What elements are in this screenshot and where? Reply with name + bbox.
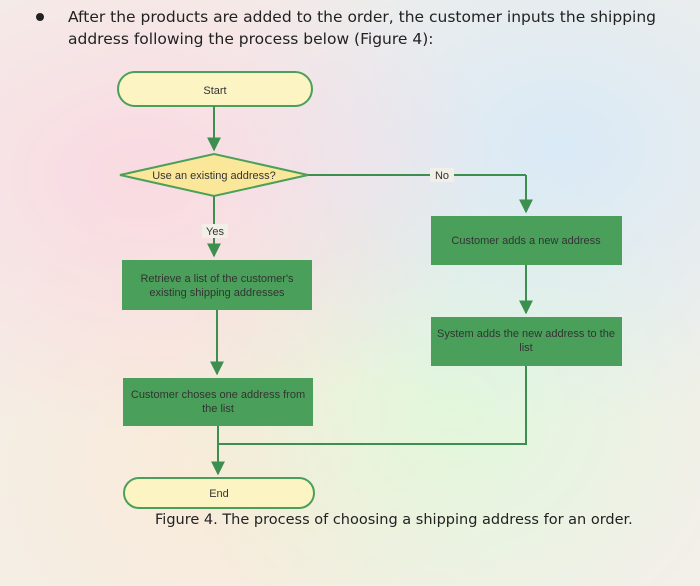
choose-line2: the list	[202, 403, 234, 415]
choose-address-box	[123, 378, 313, 426]
connector-system-merge	[218, 366, 527, 445]
new-address-box	[431, 216, 622, 265]
system-line2: list	[519, 342, 532, 354]
end-terminal	[123, 477, 315, 509]
retrieve-line2: existing shipping addresses	[149, 287, 285, 299]
new-address-label: Customer adds a new address	[451, 235, 601, 247]
intro-paragraph: After the products are added to the orde…	[68, 8, 657, 48]
no-label: No	[435, 170, 449, 182]
retrieve-addresses-box	[122, 260, 312, 310]
end-label: End	[209, 488, 229, 500]
bullet-point	[36, 13, 44, 21]
retrieve-line1: Retrieve a list of the customer's	[140, 273, 294, 285]
figure-caption: Figure 4. The process of choosing a ship…	[155, 512, 633, 528]
yes-label-bg	[202, 224, 228, 238]
start-label: Start	[203, 85, 226, 97]
choose-line1: Customer choses one address from	[131, 389, 305, 401]
yes-label: Yes	[206, 226, 224, 238]
system-line1: System adds the new address to the	[437, 328, 615, 340]
decision-label: Use an existing address?	[152, 170, 276, 182]
no-label-bg	[430, 168, 454, 182]
system-adds-box	[431, 317, 622, 366]
